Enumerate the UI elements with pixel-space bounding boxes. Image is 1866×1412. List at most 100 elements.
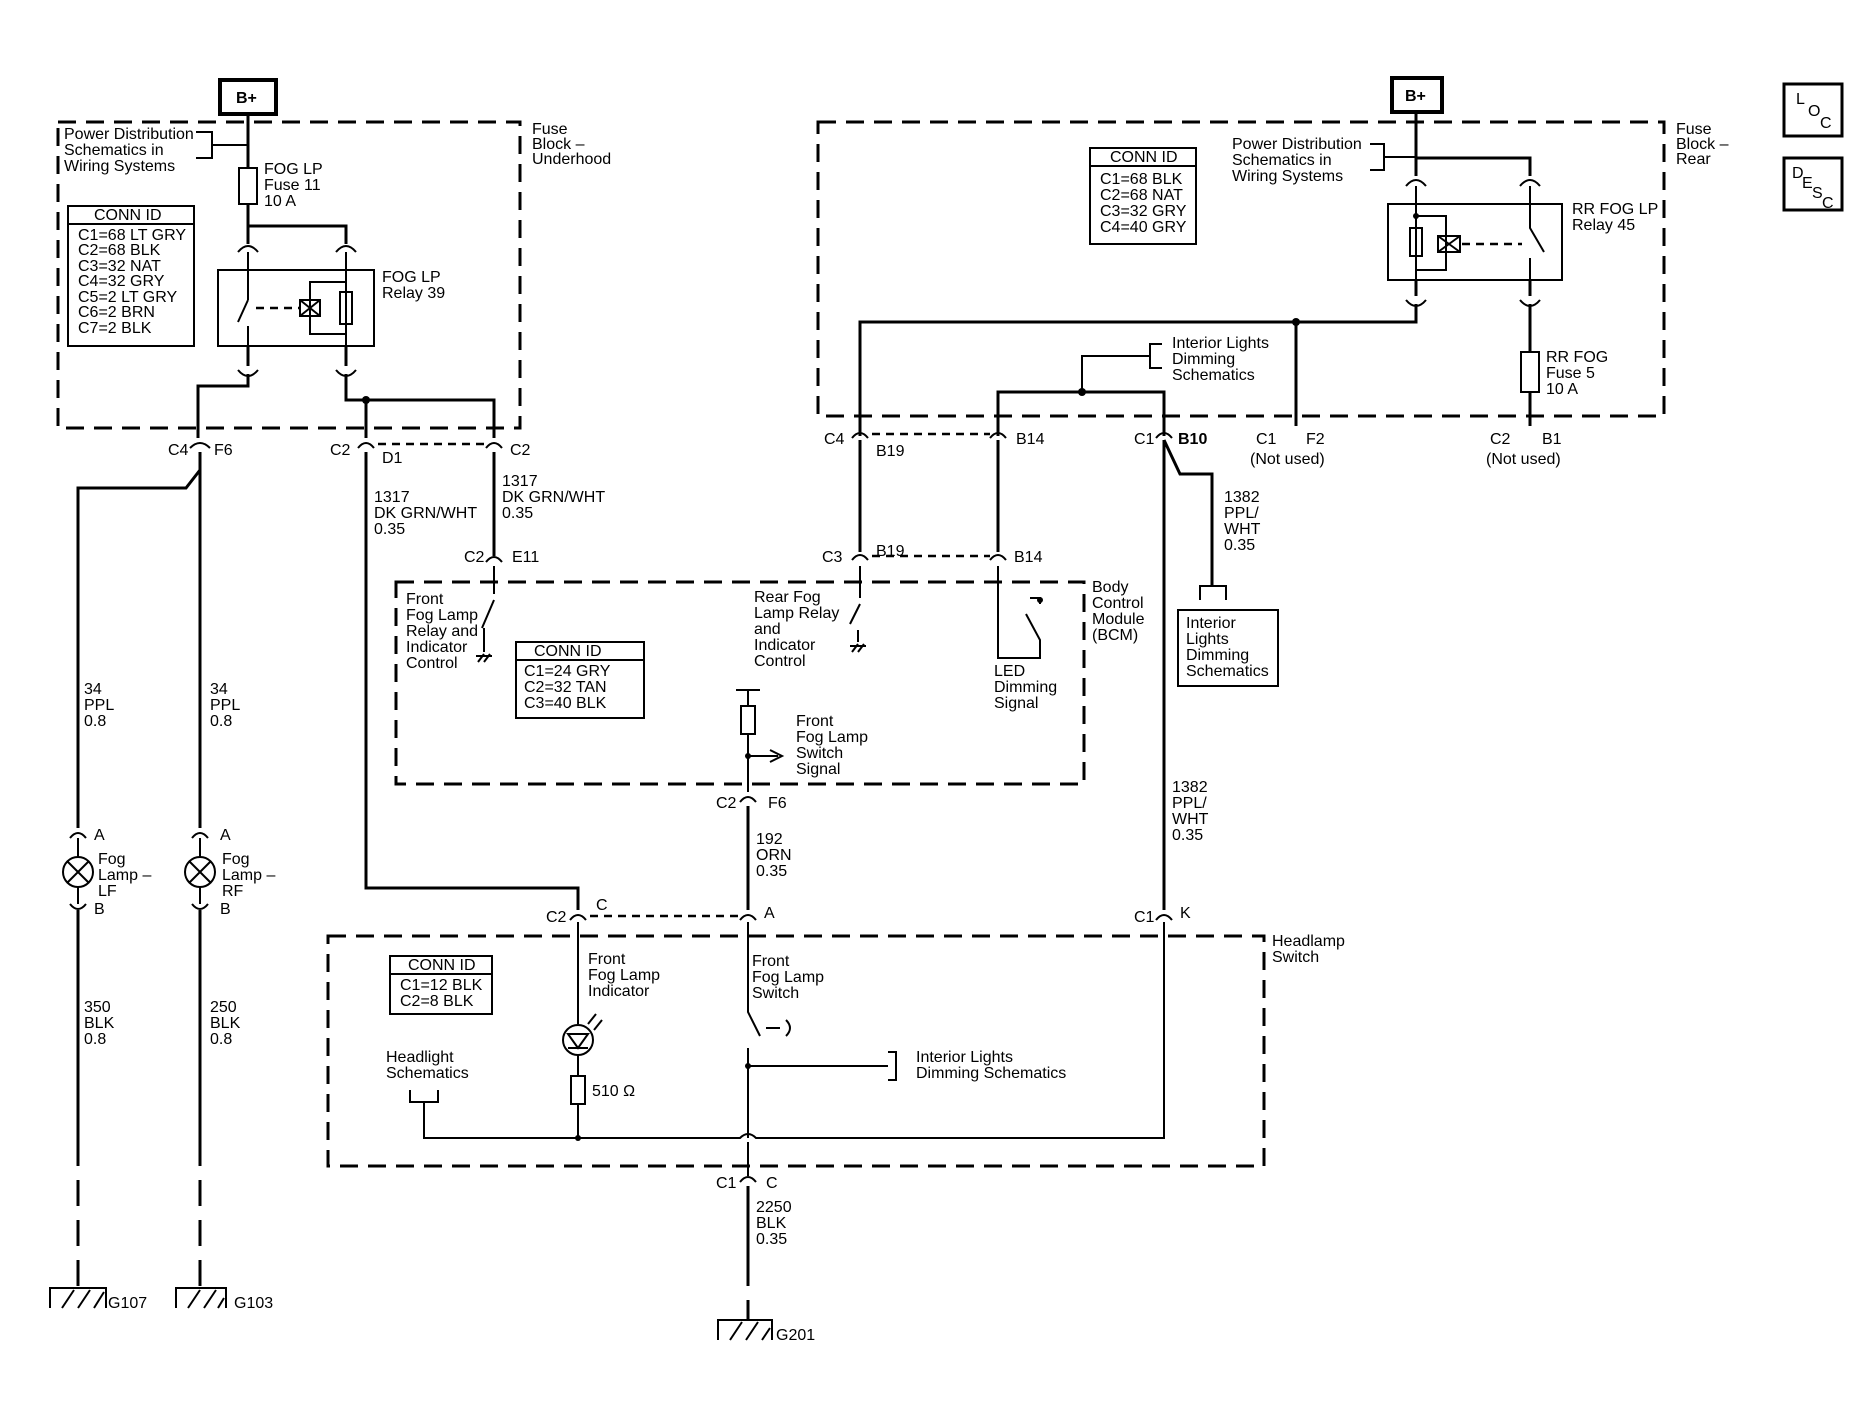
svg-text:and: and <box>754 621 781 638</box>
ground-g201-label: G201 <box>776 1327 815 1344</box>
svg-text:Dimming: Dimming <box>1186 647 1249 664</box>
svg-text:C1=68 BLK: C1=68 BLK <box>1100 171 1183 188</box>
wire-1382-a: 1382 PPL/ WHT 0.35 <box>1224 489 1261 554</box>
svg-text:C4=40 GRY: C4=40 GRY <box>1100 219 1187 236</box>
svg-text:Fog Lamp: Fog Lamp <box>588 967 660 984</box>
svg-text:Front: Front <box>796 713 834 730</box>
front-fog-indicator-label: Front Fog Lamp Indicator <box>588 951 660 1000</box>
svg-text:Schematics in: Schematics in <box>1232 152 1332 169</box>
svg-text:Control: Control <box>754 653 806 670</box>
svg-text:Fuse 5: Fuse 5 <box>1546 365 1595 382</box>
svg-text:A: A <box>764 905 775 922</box>
svg-text:RR FOG: RR FOG <box>1546 349 1608 366</box>
svg-text:C1: C1 <box>1256 431 1277 448</box>
svg-text:0.35: 0.35 <box>756 863 787 880</box>
svg-text:PPL/: PPL/ <box>1172 795 1207 812</box>
svg-text:0.8: 0.8 <box>84 713 106 730</box>
svg-text:Fog Lamp: Fog Lamp <box>796 729 868 746</box>
svg-text:B: B <box>220 901 231 918</box>
svg-text:Dimming: Dimming <box>994 679 1057 696</box>
conn-id-bcm: CONN ID C1=24 GRY C2=32 TAN C3=40 BLK <box>515 641 645 719</box>
svg-text:Fuse 11: Fuse 11 <box>264 177 321 194</box>
svg-text:Relay and: Relay and <box>406 623 478 640</box>
svg-text:FOG LP: FOG LP <box>382 269 441 286</box>
svg-text:(Not used): (Not used) <box>1486 451 1561 468</box>
svg-text:C5=2 LT GRY: C5=2 LT GRY <box>78 289 177 306</box>
svg-text:DK GRN/WHT: DK GRN/WHT <box>374 505 477 522</box>
svg-text:C3: C3 <box>822 549 843 566</box>
rear-fog-relay-control-label: Rear Fog Lamp Relay and Indicator Contro… <box>754 589 839 670</box>
svg-text:10 A: 10 A <box>1546 381 1578 398</box>
led-indicator-icon <box>562 1013 603 1056</box>
svg-text:PPL: PPL <box>210 697 240 714</box>
front-fog-switch-label: Front Fog Lamp Switch <box>752 953 824 1002</box>
power-distribution-ref-left: Power Distribution Schematics in Wiring … <box>64 126 248 175</box>
svg-text:CONN ID: CONN ID <box>408 957 476 974</box>
wire-350: 350 BLK 0.8 <box>84 999 115 1048</box>
fuse-block-underhood-box <box>56 120 522 430</box>
svg-text:Front: Front <box>752 953 790 970</box>
fog-lp-fuse-11 <box>238 167 258 205</box>
svg-text:Schematics: Schematics <box>1172 367 1255 384</box>
svg-text:Lamp –: Lamp – <box>222 867 275 884</box>
svg-text:510 Ω: 510 Ω <box>592 1083 635 1100</box>
power-distribution-ref-right: Power Distribution Schematics in Wiring … <box>1232 136 1416 185</box>
svg-text:192: 192 <box>756 831 783 848</box>
svg-text:B19: B19 <box>876 543 905 560</box>
svg-text:(Not used): (Not used) <box>1250 451 1325 468</box>
interior-dimming-box: Interior Lights Dimming Schematics <box>1177 609 1279 687</box>
svg-text:Indicator: Indicator <box>754 637 816 654</box>
fuse-block-rear-box <box>816 120 1666 418</box>
headlamp-switch-label: Headlamp Switch <box>1272 933 1345 966</box>
svg-text:C3=32 NAT: C3=32 NAT <box>78 258 161 275</box>
svg-text:C2: C2 <box>546 909 567 926</box>
bplus-right: B+ <box>1390 76 1444 114</box>
svg-text:Lamp Relay: Lamp Relay <box>754 605 839 622</box>
loc-button[interactable]: L O C <box>1782 82 1844 138</box>
wire-34-lf: 34 PPL 0.8 <box>84 681 114 730</box>
svg-text:C1=12 BLK: C1=12 BLK <box>400 977 483 994</box>
svg-text:C1=24 GRY: C1=24 GRY <box>524 663 611 680</box>
svg-text:RR FOG LP: RR FOG LP <box>1572 201 1658 218</box>
svg-text:Block –: Block – <box>532 136 585 153</box>
svg-text:B19: B19 <box>876 443 905 460</box>
svg-text:B14: B14 <box>1016 431 1045 448</box>
svg-text:C4=32 GRY: C4=32 GRY <box>78 273 165 290</box>
svg-text:Front: Front <box>588 951 626 968</box>
ground-g103-icon <box>175 1287 227 1309</box>
svg-text:Body: Body <box>1092 579 1128 596</box>
svg-text:Dimming: Dimming <box>1172 351 1235 368</box>
svg-text:1317: 1317 <box>374 489 410 506</box>
bcm-box <box>394 580 1086 786</box>
svg-text:E: E <box>1802 175 1813 192</box>
svg-text:Fog Lamp: Fog Lamp <box>406 607 478 624</box>
svg-text:L: L <box>1796 91 1805 108</box>
svg-text:C: C <box>1820 115 1832 132</box>
svg-text:0.8: 0.8 <box>210 713 232 730</box>
ground-g107-icon <box>49 1287 107 1309</box>
svg-text:B+: B+ <box>1405 88 1426 105</box>
svg-text:B+: B+ <box>236 90 257 107</box>
svg-text:PPL/: PPL/ <box>1224 505 1259 522</box>
led-dimming-signal-label: LED Dimming Signal <box>994 663 1057 712</box>
svg-text:LED: LED <box>994 663 1025 680</box>
svg-text:Fog Lamp: Fog Lamp <box>752 969 824 986</box>
svg-text:Underhood: Underhood <box>532 151 611 168</box>
svg-text:C1=68 LT GRY: C1=68 LT GRY <box>78 227 186 244</box>
svg-text:Wiring Systems: Wiring Systems <box>64 158 175 175</box>
svg-text:Schematics: Schematics <box>1186 663 1269 680</box>
svg-text:C6=2 BRN: C6=2 BRN <box>78 304 155 321</box>
svg-text:B10: B10 <box>1178 431 1207 448</box>
svg-text:CONN ID: CONN ID <box>1110 149 1178 166</box>
svg-text:BLK: BLK <box>210 1015 241 1032</box>
wire-1317-b: 1317 DK GRN/WHT 0.35 <box>502 473 605 522</box>
svg-text:B: B <box>94 901 105 918</box>
svg-text:ORN: ORN <box>756 847 792 864</box>
svg-text:D: D <box>1792 165 1804 182</box>
desc-button[interactable]: D E S C <box>1782 156 1844 212</box>
svg-text:C: C <box>596 897 608 914</box>
svg-text:C1: C1 <box>716 1175 737 1192</box>
svg-text:Control: Control <box>406 655 458 672</box>
svg-text:C2: C2 <box>716 795 737 812</box>
interior-dimming-top-label: Interior Lights Dimming Schematics <box>1172 335 1269 384</box>
